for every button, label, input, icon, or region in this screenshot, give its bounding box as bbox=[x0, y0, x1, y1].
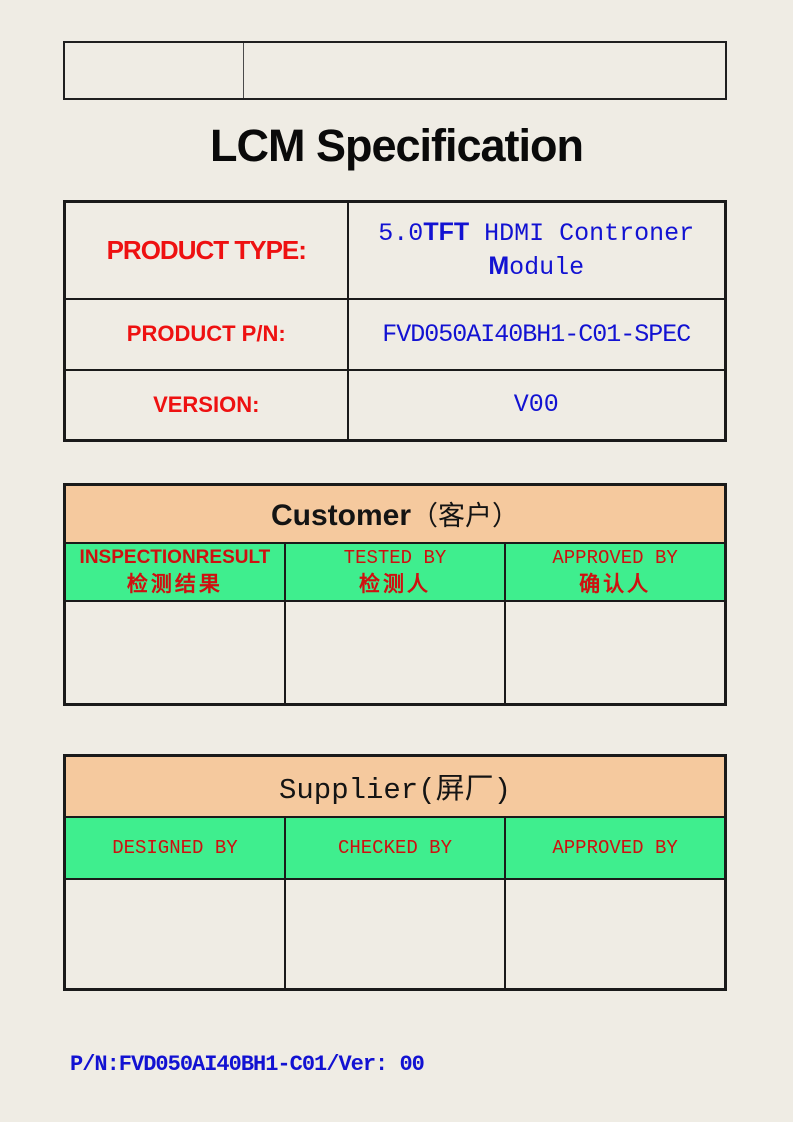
document-control-cell-right bbox=[244, 43, 725, 98]
customer-tested-by-label-en: TESTED BY bbox=[343, 546, 447, 569]
supplier-designed-by-label: DESIGNED BY bbox=[112, 836, 238, 859]
product-type-value: 5.0TFT HDMI Controner Module bbox=[349, 216, 725, 284]
page-title: LCM Specification bbox=[209, 120, 584, 171]
customer-tested-by-label-cn: 检测人 bbox=[358, 572, 431, 596]
product-version-row: VERSION: V00 bbox=[63, 368, 727, 442]
product-type-value-line2: Module bbox=[488, 252, 585, 283]
customer-inspection-result-label-cn: 检测结果 bbox=[126, 572, 223, 596]
supplier-header-cell: Supplier(屏厂) bbox=[63, 754, 727, 818]
customer-approved-by-signature-cell bbox=[504, 599, 727, 706]
customer-title-en: Customer bbox=[270, 499, 412, 533]
supplier-approved-by-header: APPROVED BY bbox=[504, 815, 727, 880]
product-version-label: VERSION: bbox=[153, 391, 260, 417]
customer-inspection-result-signature-cell bbox=[63, 599, 286, 706]
customer-approved-by-label-en: APPROVED BY bbox=[552, 546, 678, 569]
customer-title-cn: （客户） bbox=[411, 501, 520, 532]
supplier-designed-by-signature-cell bbox=[63, 877, 286, 991]
customer-signature-row bbox=[63, 599, 727, 706]
product-pn-value-cell: FVD050AI40BH1-C01-SPEC bbox=[346, 297, 727, 371]
supplier-checked-by-label: CHECKED BY bbox=[337, 836, 452, 859]
document-control-cell-left bbox=[65, 43, 244, 98]
supplier-approved-by-label: APPROVED BY bbox=[552, 836, 678, 859]
product-type-label: PRODUCT TYPE: bbox=[106, 234, 307, 265]
footer-part-number: P/N:FVD050AI40BH1-C01/Ver: 00 bbox=[70, 1052, 425, 1077]
product-version-value-cell: V00 bbox=[346, 368, 727, 442]
supplier-signoff-table: Supplier(屏厂) DESIGNED BY CHECKED BY APPR… bbox=[63, 754, 727, 991]
customer-tested-by-signature-cell bbox=[283, 599, 507, 706]
customer-signoff-table: Customer（客户） INSPECTIONRESULT 检测结果 TESTE… bbox=[63, 483, 727, 706]
product-type-row: PRODUCT TYPE: 5.0TFT HDMI Controner Modu… bbox=[63, 200, 727, 300]
product-type-label-cell: PRODUCT TYPE: bbox=[63, 200, 349, 300]
customer-tested-by-header: TESTED BY 检测人 bbox=[283, 541, 507, 602]
supplier-title: Supplier(屏厂) bbox=[278, 774, 512, 808]
customer-inspection-result-header: INSPECTIONRESULT 检测结果 bbox=[63, 541, 286, 602]
supplier-designed-by-header: DESIGNED BY bbox=[63, 815, 286, 880]
supplier-header-row: Supplier(屏厂) bbox=[63, 754, 727, 818]
product-info-table: PRODUCT TYPE: 5.0TFT HDMI Controner Modu… bbox=[63, 200, 727, 442]
document-control-table bbox=[63, 41, 727, 100]
product-version-value: V00 bbox=[513, 390, 559, 420]
customer-header-cell: Customer（客户） bbox=[63, 483, 727, 544]
product-version-label-cell: VERSION: bbox=[63, 368, 349, 442]
supplier-checked-by-signature-cell bbox=[283, 877, 507, 991]
customer-header-row: Customer（客户） bbox=[63, 483, 727, 544]
product-pn-label: PRODUCT P/N: bbox=[126, 321, 286, 346]
product-pn-value: FVD050AI40BH1-C01-SPEC bbox=[382, 319, 691, 349]
supplier-signature-row bbox=[63, 877, 727, 991]
product-pn-label-cell: PRODUCT P/N: bbox=[63, 297, 349, 371]
customer-approved-by-label-cn: 确认人 bbox=[579, 572, 652, 596]
customer-approved-by-header: APPROVED BY 确认人 bbox=[504, 541, 727, 602]
supplier-checked-by-header: CHECKED BY bbox=[283, 815, 507, 880]
product-type-value-line1: 5.0TFT HDMI Controner bbox=[378, 218, 695, 249]
customer-inspection-result-label-en: INSPECTIONRESULT bbox=[79, 546, 271, 568]
supplier-approved-by-signature-cell bbox=[504, 877, 727, 991]
product-type-value-cell: 5.0TFT HDMI Controner Module bbox=[346, 200, 727, 300]
product-pn-row: PRODUCT P/N: FVD050AI40BH1-C01-SPEC bbox=[63, 297, 727, 371]
customer-signoff-header-row: INSPECTIONRESULT 检测结果 TESTED BY 检测人 APPR… bbox=[63, 541, 727, 602]
supplier-signoff-header-row: DESIGNED BY CHECKED BY APPROVED BY bbox=[63, 815, 727, 880]
